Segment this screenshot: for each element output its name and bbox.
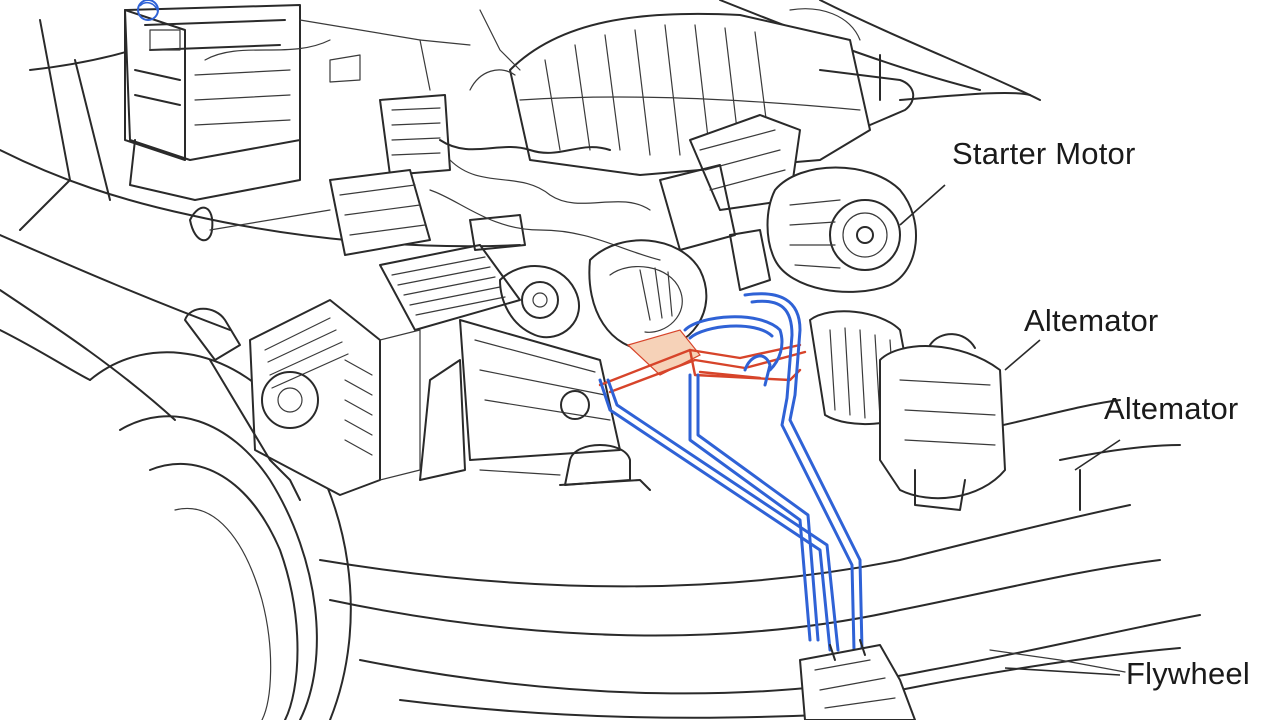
battery [124,0,301,201]
fan-unit [184,299,421,501]
red-wiring [598,329,807,394]
leader-starter-motor [899,184,946,226]
blue-wiring [598,292,864,652]
engine-bay-components [189,9,708,491]
label-leaders [899,184,1121,676]
engine-block [469,8,915,176]
label-starter-motor: Starter Motor [952,136,1136,171]
starter-motor [659,114,917,293]
leader-alternator-2 [1074,439,1121,471]
alternator [809,310,1006,511]
front-wheel [0,329,352,720]
label-alternator-2: Altemator [1104,391,1239,426]
leader-flywheel [1004,667,1121,676]
flywheel-connector [799,639,916,720]
label-alternator-1: Altemator [1024,303,1159,338]
label-flywheel: Flywheel [1126,656,1250,691]
leader-alternator-1 [1004,339,1041,371]
